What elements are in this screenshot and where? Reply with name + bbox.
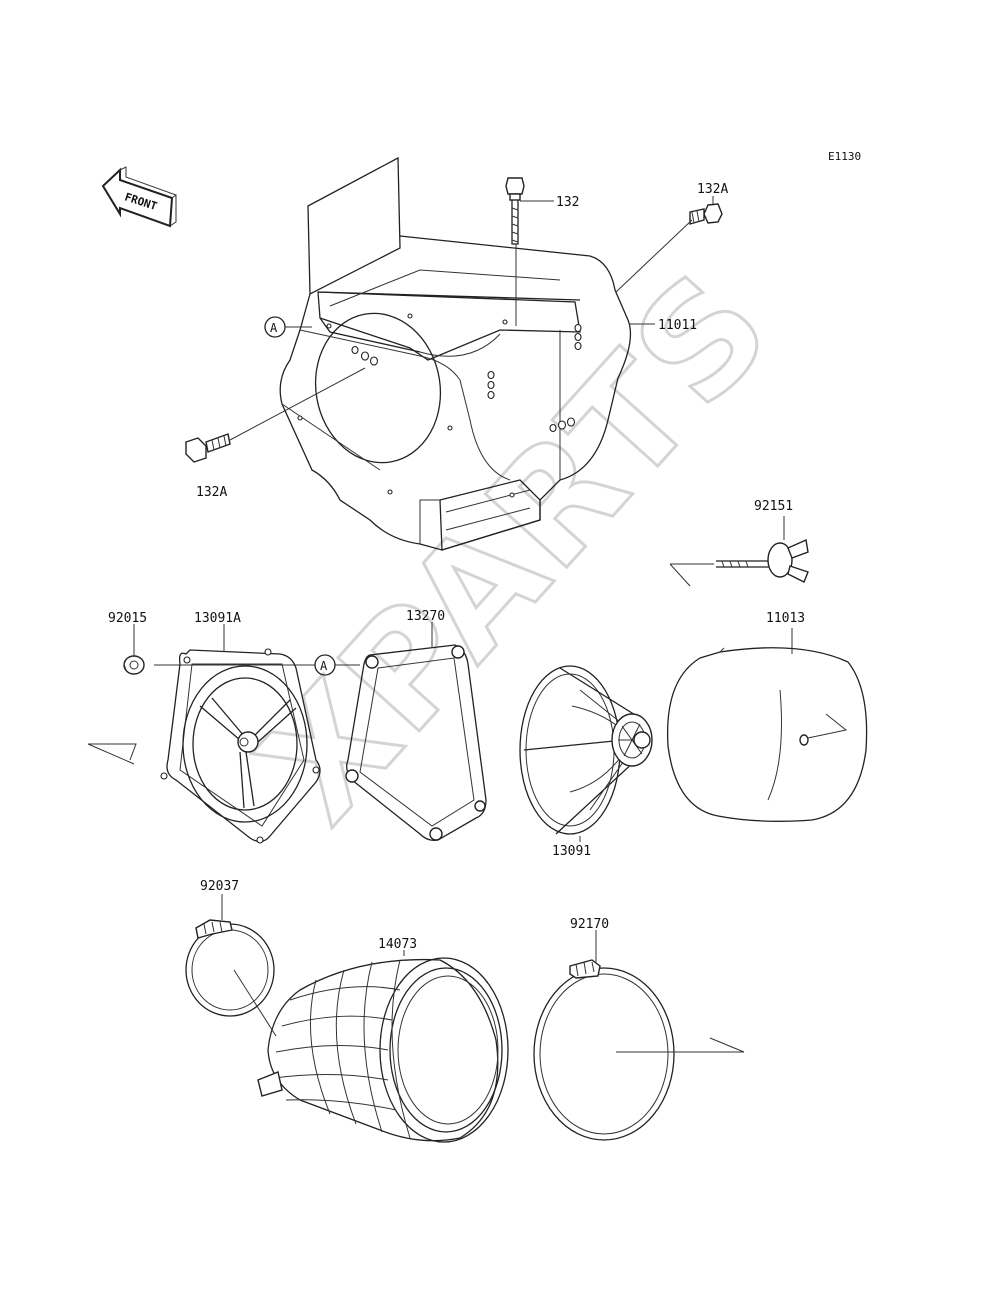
label-14073: 14073 <box>378 937 417 952</box>
label-11013: 11013 <box>766 611 805 626</box>
gasket-13270 <box>345 622 487 842</box>
diagram-code: E1130 <box>828 150 861 163</box>
label-92170: 92170 <box>570 917 609 932</box>
clamp-92170 <box>533 930 745 1141</box>
element-11013 <box>666 628 868 822</box>
duct-14073 <box>257 950 509 1143</box>
nut-92015 <box>123 624 176 675</box>
label-92151: 92151 <box>754 499 793 514</box>
label-92037: 92037 <box>200 879 239 894</box>
wing-bolt-92151 <box>669 516 809 587</box>
bolt-132 <box>505 177 554 326</box>
label-132a-bottom: 132A <box>196 485 227 500</box>
ref-marker-a-top: A <box>264 316 312 338</box>
svg-text:A: A <box>270 321 278 335</box>
front-arrow-icon: FRONT <box>101 166 178 228</box>
bolt-132a-bottom <box>185 367 366 463</box>
label-13270: 13270 <box>406 609 445 624</box>
label-11011: 11011 <box>658 318 697 333</box>
label-132a-top: 132A <box>697 182 728 197</box>
element-frame-13091 <box>519 665 653 842</box>
clamp-92037 <box>185 894 277 1037</box>
bolt-132a-top <box>615 196 723 293</box>
label-132: 132 <box>556 195 579 210</box>
watermark: XPARTS <box>227 239 805 854</box>
svg-text:A: A <box>320 659 328 673</box>
element-holder-13091a <box>87 624 321 844</box>
air-box-housing <box>279 156 632 551</box>
front-label: FRONT <box>123 190 159 213</box>
label-13091a: 13091A <box>194 611 241 626</box>
label-13091: 13091 <box>552 844 591 859</box>
ref-marker-a-middle: A <box>176 654 360 676</box>
label-92015: 92015 <box>108 611 147 626</box>
